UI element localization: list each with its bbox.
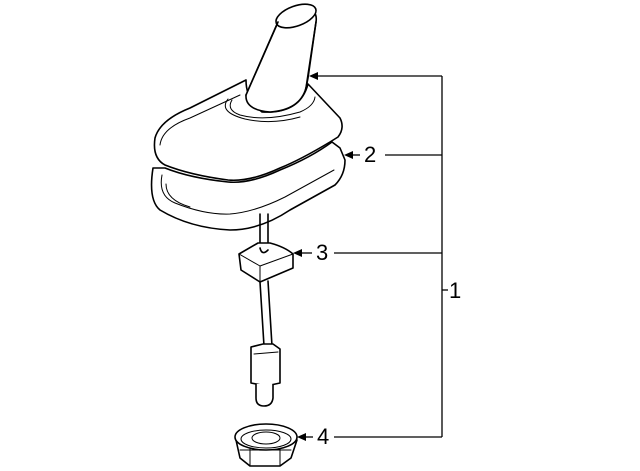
callout-1: 1 (449, 278, 462, 303)
callout-4: 4 (317, 424, 330, 449)
base-gasket (150, 141, 346, 231)
callout-leaders (293, 72, 448, 441)
callout-3: 3 (316, 240, 329, 265)
mounting-nut (234, 423, 298, 467)
callout-2: 2 (364, 142, 377, 167)
cable-clip (238, 242, 294, 283)
antenna-base-cover (153, 21, 343, 182)
cable-connector (250, 280, 281, 407)
